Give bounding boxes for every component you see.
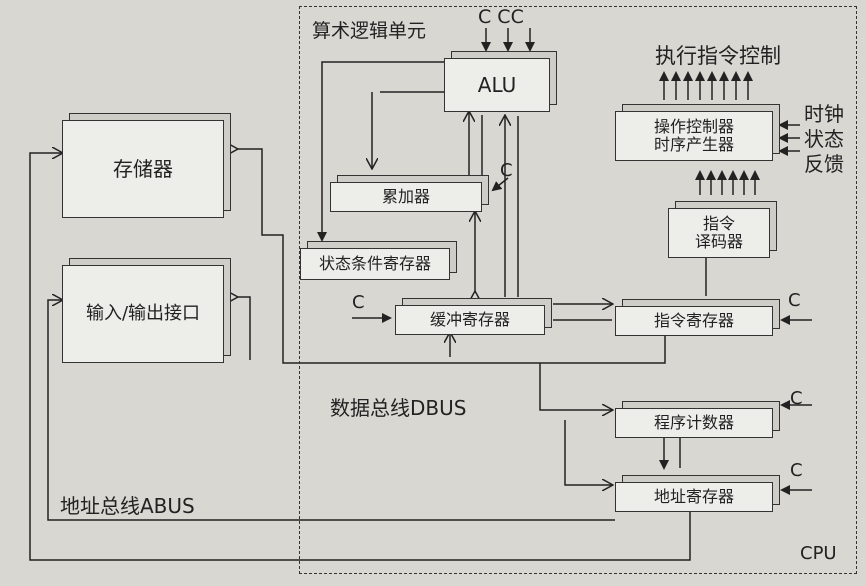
memory-box: 存储器: [62, 120, 224, 218]
abus-line-outer: [29, 153, 691, 561]
dbus-label: 数据总线DBUS: [330, 396, 467, 420]
abus-line-inner: [47, 300, 615, 521]
instruction-register-box: 指令寄存器: [615, 306, 773, 336]
alu-to-acc-arrow: [372, 91, 445, 168]
op-controller-box: 操作控制器 时序产生器: [615, 111, 773, 161]
decoder-line2: 译码器: [694, 232, 743, 251]
alu-label: ALU: [477, 73, 517, 97]
feedback-label: 反馈: [804, 152, 844, 176]
program-counter-label: 程序计数器: [653, 413, 734, 432]
accumulator-label: 累加器: [381, 187, 430, 206]
memory-dbus-connector: [237, 149, 666, 364]
buffer-register-box: 缓冲寄存器: [395, 305, 545, 335]
abus-label: 地址总线ABUS: [60, 494, 195, 518]
pc-to-addr-line: [564, 420, 612, 485]
address-register-label: 地址寄存器: [653, 487, 734, 506]
decoder-line1: 指令: [702, 214, 735, 233]
c-label-acc: C: [500, 160, 513, 181]
decoder-box: 指令 译码器: [668, 208, 770, 258]
c-label-addr: C: [790, 460, 803, 481]
program-counter-box: 程序计数器: [615, 408, 773, 438]
decoder-output-arrows: [695, 170, 760, 195]
c-label-ir: C: [788, 290, 801, 311]
io-interface-box: 输入/输出接口: [62, 265, 224, 363]
dbus-to-pc: [539, 363, 612, 410]
exec-control-title: 执行指令控制: [655, 44, 781, 68]
instruction-register-label: 指令寄存器: [653, 311, 734, 330]
alu-control-labels: C CC: [478, 6, 524, 28]
alu-to-status-line: [317, 61, 445, 242]
status-register-box: 状态条件寄存器: [300, 248, 450, 280]
cpu-boundary: [299, 6, 857, 574]
alu-unit-title: 算术逻辑单元: [312, 20, 427, 42]
cpu-label: CPU: [800, 543, 837, 564]
control-signal-arrows: [659, 71, 753, 100]
status-register-label: 状态条件寄存器: [318, 254, 431, 273]
accumulator-box: 累加器: [330, 182, 482, 212]
status-label: 状态: [804, 127, 844, 151]
c-label-pc: C: [790, 388, 803, 409]
c-label-buf: C: [352, 292, 365, 313]
memory-label: 存储器: [113, 157, 173, 181]
alu-box: ALU: [444, 58, 550, 112]
io-label: 输入/输出接口: [85, 303, 201, 324]
io-dbus-connector: [237, 297, 251, 360]
clock-label: 时钟: [804, 102, 844, 126]
address-register-box: 地址寄存器: [615, 482, 773, 512]
c-arrow-acc: [491, 177, 509, 192]
op-controller-line2: 时序产生器: [653, 135, 734, 154]
buffer-register-label: 缓冲寄存器: [429, 310, 510, 329]
op-controller-line1: 操作控制器: [653, 117, 734, 136]
